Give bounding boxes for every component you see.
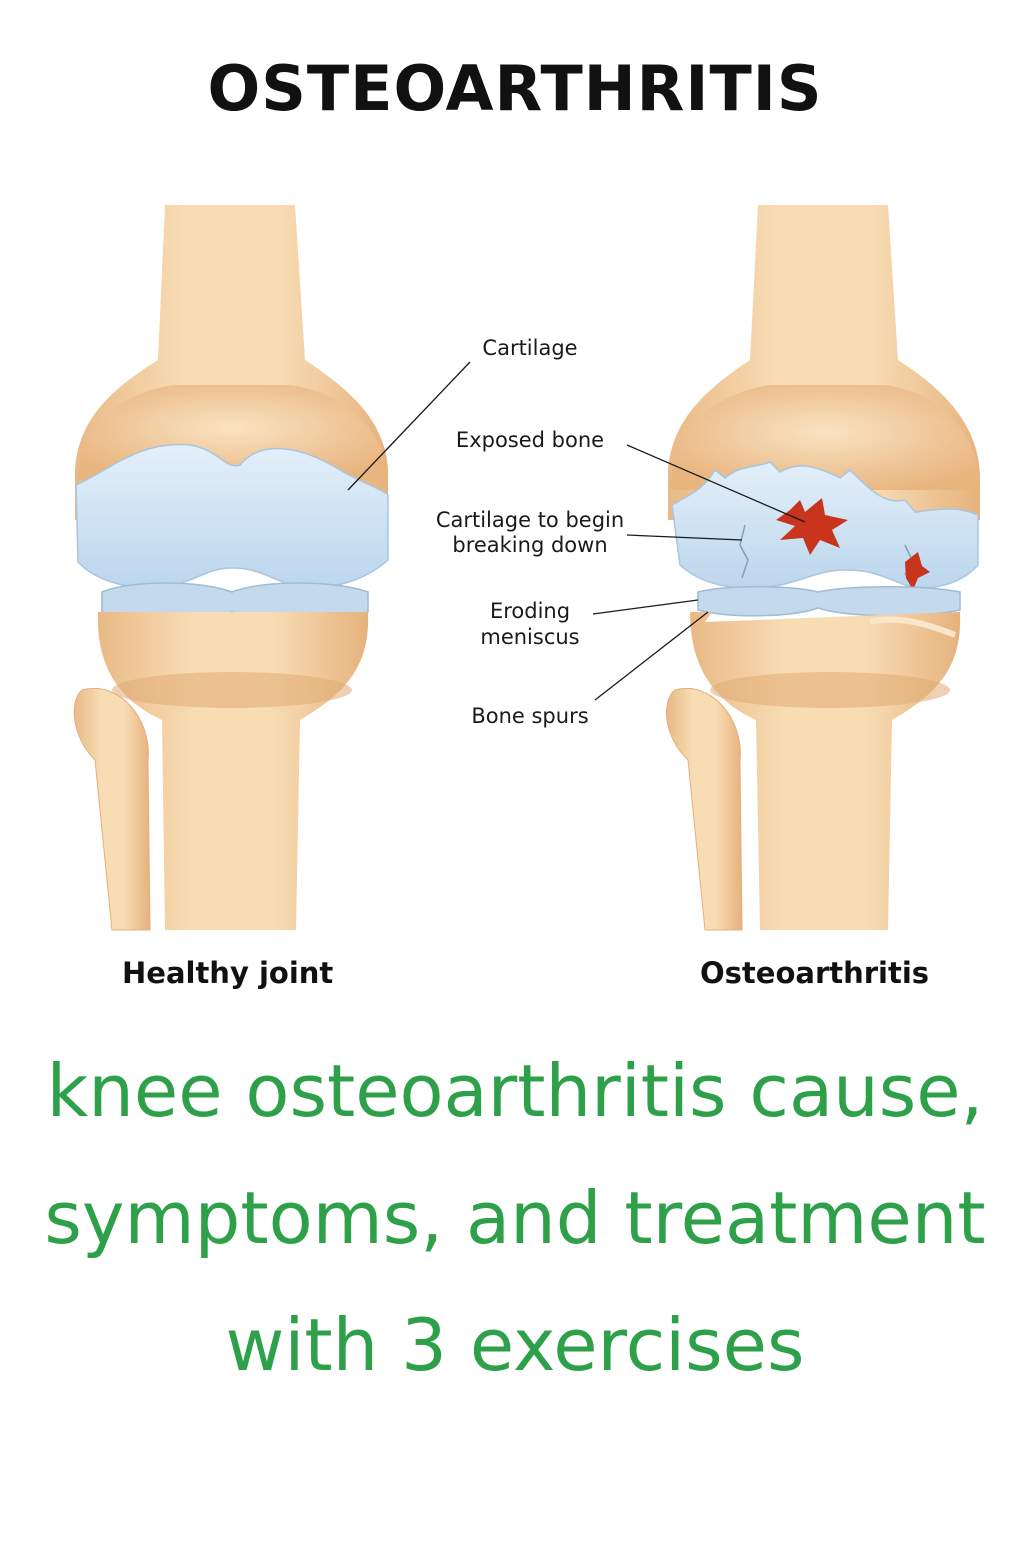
healthy-fibula <box>73 688 151 931</box>
exposed-bone-lesion <box>776 498 848 555</box>
label-cartilage: Cartilage <box>482 336 577 360</box>
leader-lines <box>347 361 806 701</box>
oa-meniscus <box>697 586 961 617</box>
healthy-cartilage <box>75 443 389 589</box>
label-cartilage-breaking-line2: breaking down <box>452 533 607 557</box>
label-eroding-line2: meniscus <box>480 625 579 649</box>
label-cartilage-breaking-line1: Cartilage to begin <box>436 508 624 532</box>
oa-fibula <box>665 688 743 931</box>
label-exposed-bone: Exposed bone <box>456 428 604 452</box>
healthy-knee <box>73 205 389 931</box>
label-eroding-line1: Eroding <box>490 599 570 623</box>
label-bone-spurs: Bone spurs <box>471 704 588 728</box>
caption-healthy-joint: Healthy joint <box>122 956 334 990</box>
knee-diagram: Cartilage Exposed bone Cartilage to begi… <box>73 205 980 931</box>
caption-osteoarthritis: Osteoarthritis <box>700 956 930 990</box>
page-title: OSTEOARTHRITIS <box>207 52 823 125</box>
osteoarthritis-knee <box>665 205 980 931</box>
article-headline: knee osteoarthritis cause, symptoms, and… <box>44 1049 986 1387</box>
